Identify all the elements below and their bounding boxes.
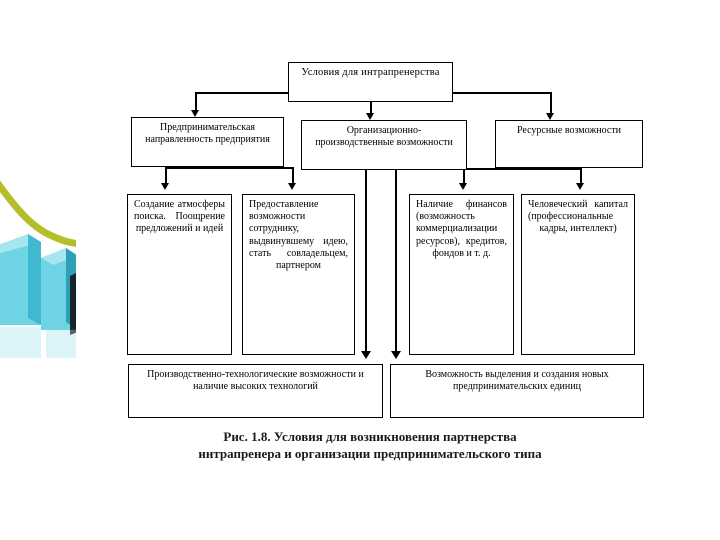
box-resource-capabilities[interactable]: Ресурсные возможности bbox=[495, 120, 643, 168]
box-co-owner-opportunity-text: Предоставление возможности сотруднику, в… bbox=[249, 199, 348, 271]
box-conditions-root[interactable]: Условия для интрапренерства bbox=[288, 62, 453, 102]
decorative-3d-graphic bbox=[0, 180, 76, 375]
connector-l2a-left-drop bbox=[165, 167, 167, 185]
connector-l2c-right-drop bbox=[580, 168, 582, 185]
connector-l2a-bus bbox=[165, 167, 293, 169]
figure-caption: Рис. 1.8. Условия для возникновения парт… bbox=[120, 428, 620, 462]
figure-number: Рис. 1.8. bbox=[223, 429, 271, 444]
box-entrepreneurial-orientation-text: Предпринимательская направленность предп… bbox=[145, 122, 270, 146]
box-conditions-root-text: Условия для интрапренерства bbox=[301, 67, 440, 78]
connector-l2a-right-drop bbox=[292, 167, 294, 185]
figure-caption-line1: Условия для возникновения партнерства bbox=[273, 429, 517, 444]
box-new-business-units[interactable]: Возможность выделения и создания новых п… bbox=[390, 364, 644, 418]
connector-to-l2-c bbox=[550, 92, 552, 116]
box-production-technology[interactable]: Производственно-технологические возможно… bbox=[128, 364, 383, 418]
arrowhead-to-l2-c bbox=[546, 113, 554, 120]
box-organizational-production[interactable]: Организационно-производственные возможно… bbox=[301, 120, 467, 170]
figure-caption-line2: интрапренера и организации предпринимате… bbox=[198, 446, 542, 462]
reflection bbox=[0, 327, 76, 366]
box-resource-capabilities-text: Ресурсные возможности bbox=[516, 125, 622, 136]
box-finance-availability-text: Наличие финансов (возможность коммерциал… bbox=[416, 199, 507, 259]
box-co-owner-opportunity[interactable]: Предоставление возможности сотруднику, в… bbox=[242, 194, 355, 355]
connector-to-l2-a bbox=[195, 92, 197, 113]
connector-top-bus-right bbox=[452, 92, 550, 94]
cyan-block-left bbox=[0, 234, 41, 325]
arrowhead-to-bottom-b bbox=[391, 351, 401, 359]
olive-curve-icon bbox=[0, 180, 76, 248]
box-entrepreneurial-orientation[interactable]: Предпринимательская направленность предп… bbox=[131, 117, 284, 167]
flowchart-diagram: Условия для интрапренерства Предпринимат… bbox=[127, 62, 644, 418]
decoration-svg bbox=[0, 180, 76, 375]
connector-l2b-to-bottom-b bbox=[395, 170, 398, 354]
arrowhead-to-l3-a bbox=[161, 183, 169, 190]
box-human-capital-text: Человеческий капитал (профессиональные к… bbox=[528, 199, 628, 235]
box-search-atmosphere-text: Создание атмосферы поиска. Поощрение пре… bbox=[134, 199, 225, 235]
arrowhead-to-l3-c bbox=[459, 183, 467, 190]
reflection-fade bbox=[0, 358, 76, 375]
dark-sliver bbox=[70, 273, 76, 335]
arrowhead-to-bottom-a bbox=[361, 351, 371, 359]
arrowhead-to-l2-a bbox=[191, 110, 199, 117]
connector-l2c-left-drop bbox=[463, 168, 465, 185]
arrowhead-to-l3-b bbox=[288, 183, 296, 190]
box-production-technology-text: Производственно-технологические возможно… bbox=[147, 369, 364, 393]
box-new-business-units-text: Возможность выделения и создания новых п… bbox=[425, 369, 609, 393]
connector-l2c-bus bbox=[463, 168, 581, 170]
box-organizational-production-text: Организационно-производственные возможно… bbox=[315, 125, 453, 149]
connector-top-bus-left bbox=[195, 92, 371, 94]
arrowhead-to-l3-d bbox=[576, 183, 584, 190]
box-finance-availability[interactable]: Наличие финансов (возможность коммерциал… bbox=[409, 194, 514, 355]
box-human-capital[interactable]: Человеческий капитал (профессиональные к… bbox=[521, 194, 635, 355]
connector-to-l2-b bbox=[370, 101, 372, 116]
connector-l2b-to-bottom-a bbox=[365, 170, 368, 354]
box-search-atmosphere[interactable]: Создание атмосферы поиска. Поощрение пре… bbox=[127, 194, 232, 355]
arrowhead-to-l2-b bbox=[366, 113, 374, 120]
